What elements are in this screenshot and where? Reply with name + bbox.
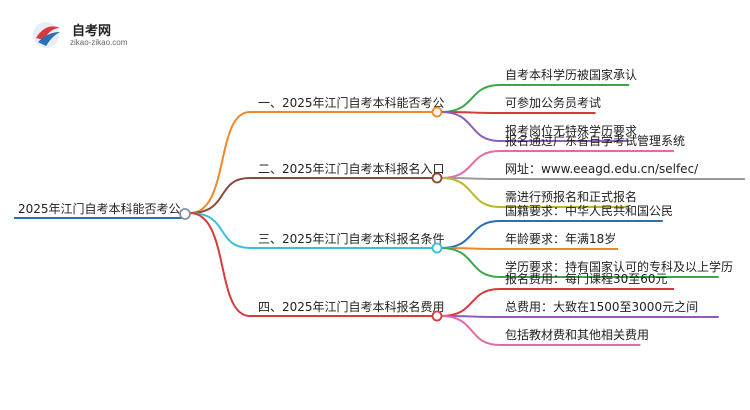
child-label: 学历要求：持有国家认可的专科及以上学历 bbox=[505, 259, 733, 274]
graduation-cap-icon bbox=[33, 22, 60, 48]
child-label: 总费用：大致在1500至3000元之间 bbox=[505, 300, 698, 314]
child-connector bbox=[440, 315, 719, 318]
child-connector bbox=[440, 247, 618, 250]
branch-connector bbox=[189, 212, 433, 249]
child-connector bbox=[440, 288, 674, 317]
branch-label: 四、2025年江门自考本科报名费用 bbox=[258, 299, 445, 314]
child-connector bbox=[440, 177, 745, 180]
logo-subtitle: zikao-zikao.com bbox=[70, 38, 128, 47]
child-connector bbox=[440, 84, 630, 113]
child-connector bbox=[440, 177, 630, 208]
root-node[interactable] bbox=[179, 208, 191, 220]
branch-node[interactable] bbox=[431, 106, 443, 118]
branch-node[interactable] bbox=[431, 172, 443, 184]
child-connector bbox=[440, 150, 674, 179]
child-label: 年龄要求：年满18岁 bbox=[505, 231, 616, 246]
child-label: 报考岗位无特殊学历要求 bbox=[505, 123, 637, 138]
child-label: 网址：www.eeagd.edu.cn/selfec/ bbox=[505, 162, 699, 176]
child-label: 自考本科学历被国家承认 bbox=[505, 67, 637, 82]
branch-connector bbox=[189, 212, 433, 317]
site-logo[interactable]: 自考网 zikao-zikao.com bbox=[30, 18, 170, 52]
logo-title: 自考网 bbox=[72, 24, 112, 39]
branch-node[interactable] bbox=[431, 242, 443, 254]
child-connector bbox=[440, 220, 663, 249]
branch-connector bbox=[189, 177, 433, 214]
child-label: 报名费用：每门课程30至60元 bbox=[505, 271, 668, 286]
child-connector bbox=[440, 247, 719, 278]
child-connector bbox=[440, 111, 630, 142]
child-connector bbox=[440, 111, 596, 114]
child-label: 需进行预报名和正式报名 bbox=[505, 189, 637, 204]
child-connector bbox=[440, 315, 641, 346]
branch-node[interactable] bbox=[431, 310, 443, 322]
child-label: 包括教材费和其他相关费用 bbox=[505, 327, 649, 342]
branch-label: 一、2025年江门自考本科能否考公 bbox=[258, 95, 445, 110]
root-label: 2025年江门自考本科能否考公 bbox=[18, 201, 181, 216]
branch-connector bbox=[189, 111, 433, 214]
branch-label: 三、2025年江门自考本科报名条件 bbox=[258, 231, 445, 246]
child-label: 可参加公务员考试 bbox=[505, 95, 601, 110]
child-label: 报名通过广东省自学考试管理系统 bbox=[505, 133, 685, 148]
branch-label: 二、2025年江门自考本科报名入口 bbox=[258, 161, 445, 176]
child-label: 国籍要求：中华人民共和国公民 bbox=[505, 203, 673, 218]
